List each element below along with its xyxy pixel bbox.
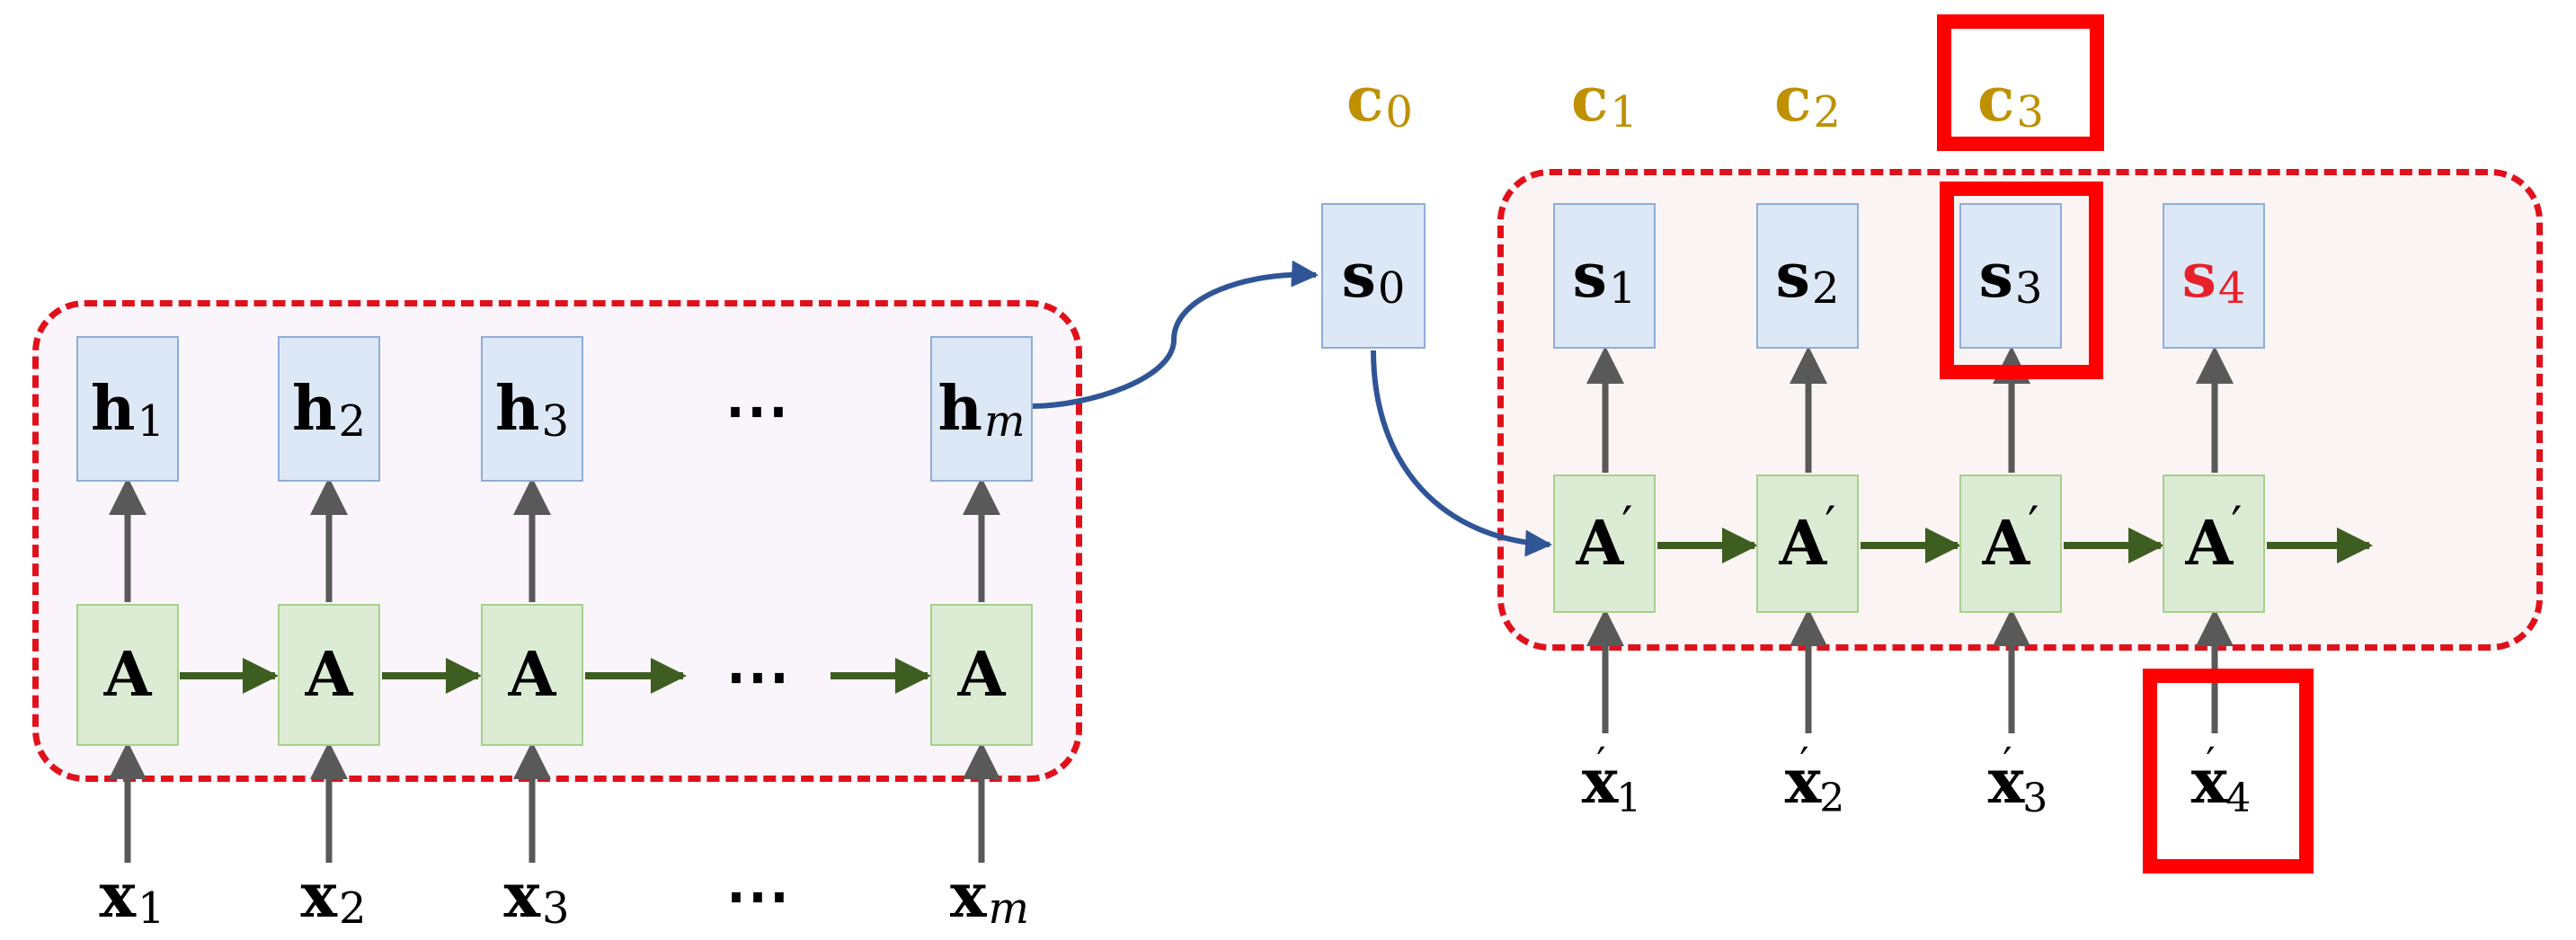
encoder-hidden-ellipsis: ⋯ xyxy=(724,370,795,448)
encoder-input-arrows xyxy=(109,741,1000,863)
highlight-c3 xyxy=(1937,14,2104,151)
encoder-cell-m: A xyxy=(930,604,1033,746)
highlight-x4 xyxy=(2143,669,2314,873)
decoder-cell-2: A′ xyxy=(1756,474,1859,613)
decoder-input-x3: x′3 xyxy=(1987,738,2048,821)
decoder-input-arrows xyxy=(1586,608,2234,733)
decoder-output-arrows xyxy=(1586,346,2234,473)
decoder-input-x4: x′4 xyxy=(2190,738,2252,821)
encoder-to-s0-arrow xyxy=(1031,260,1319,409)
decoder-input-x2: x′2 xyxy=(1784,738,1845,821)
decoder-input-x1: x′1 xyxy=(1581,738,1642,821)
s0-to-decoder-arrow xyxy=(1371,350,1552,557)
encoder-cell-2: A xyxy=(278,604,380,746)
encoder-cell-1: A xyxy=(76,604,179,746)
encoder-input-ellipsis: ⋯ xyxy=(725,856,795,933)
highlight-s3 xyxy=(1940,182,2103,379)
decoder-cell-1: A′ xyxy=(1553,474,1656,613)
decoder-cell-3: A′ xyxy=(1959,474,2062,613)
encoder-cell-3: A xyxy=(481,604,583,746)
decoder-cell-4: A′ xyxy=(2163,474,2265,613)
encoder-cell-ellipsis: ⋯ xyxy=(725,636,795,714)
encoder-output-arrows xyxy=(109,477,1000,602)
